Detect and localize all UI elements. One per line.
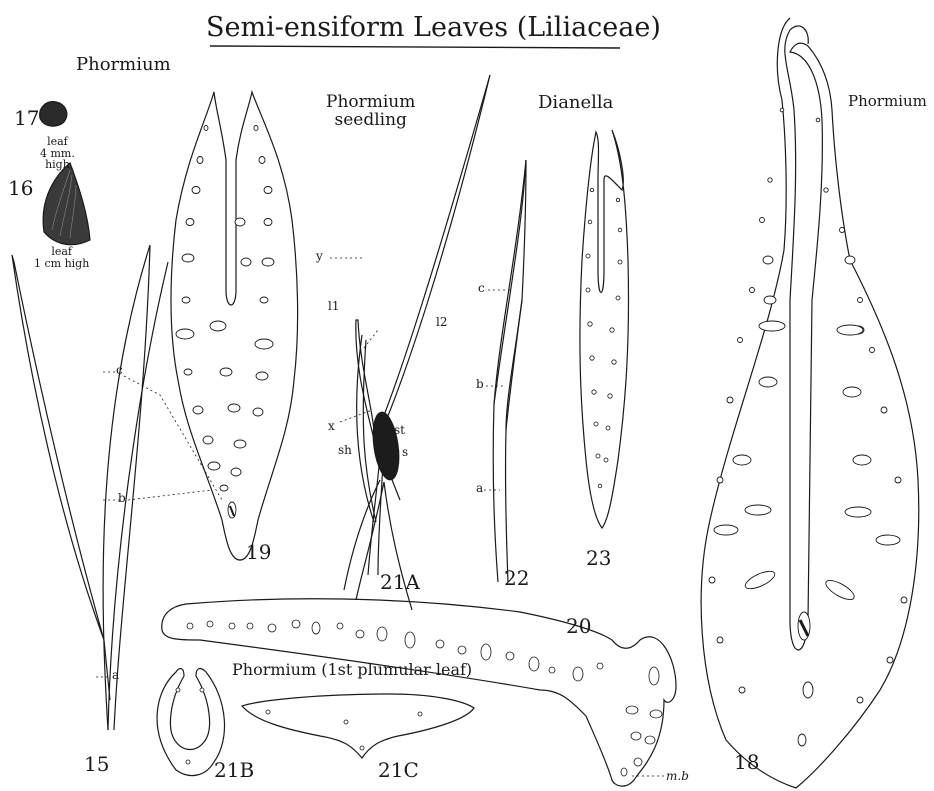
fig-number-21b: 21B [214, 760, 254, 780]
label-b-fig15: b [118, 492, 126, 504]
fig15-leaf-drawing [12, 245, 168, 730]
label-phormium-seedling: Phormium seedling [326, 94, 415, 130]
label-leaf-1cm: leaf 1 cm high [34, 246, 89, 269]
fig-number-18: 18 [734, 752, 759, 772]
label-b-fig22: b [476, 378, 484, 390]
fig21a-leader-lines [330, 258, 378, 422]
label-l1: l1 [328, 300, 339, 312]
label-x: x [328, 420, 335, 432]
fig-number-22: 22 [504, 568, 529, 588]
fig-number-17: 17 [14, 108, 39, 128]
label-c-fig22: c [478, 282, 485, 294]
fig16-leaf-drawing [43, 163, 90, 245]
fig15-leader-lines [96, 372, 122, 677]
title-underline [210, 46, 620, 48]
label-phormium-plumular: Phormium (1st plumular leaf) [232, 662, 472, 678]
label-c-fig15: c [116, 364, 123, 376]
fig-number-20: 20 [566, 616, 591, 636]
fig-number-21c: 21C [378, 760, 419, 780]
label-a-fig22: a [476, 482, 483, 494]
label-leaf-4mm: leaf 4 mm. high [40, 136, 75, 171]
label-mb: m.b [666, 770, 689, 782]
fig-number-23: 23 [586, 548, 611, 568]
fig23-cross-section [580, 130, 629, 528]
label-a-fig15: a [112, 669, 119, 681]
label-sh: sh [338, 444, 352, 456]
fig22-leaf-drawing [493, 160, 526, 582]
label-l2: l2 [436, 316, 447, 328]
plate-title: Semi-ensiform Leaves (Liliaceae) [206, 14, 661, 41]
label-st: st [394, 424, 405, 436]
fig-number-19: 19 [246, 542, 271, 562]
fig-number-21a: 21A [380, 572, 420, 592]
fig22-leader-lines [484, 290, 512, 490]
fig17-leaf-drawing [40, 102, 67, 126]
fig18-cross-section [701, 18, 919, 788]
label-phormium-right: Phormium [848, 94, 927, 109]
fig19-cross-section [171, 92, 298, 560]
label-dianella: Dianella [538, 94, 613, 112]
label-phormium-left: Phormium [76, 56, 171, 74]
label-s: s [402, 446, 408, 458]
label-y: y [316, 250, 323, 262]
fig-number-15: 15 [84, 754, 109, 774]
fig21c-cross-section [242, 694, 474, 758]
fig21a-seedling-drawing [344, 75, 490, 610]
fig-number-16: 16 [8, 178, 33, 198]
